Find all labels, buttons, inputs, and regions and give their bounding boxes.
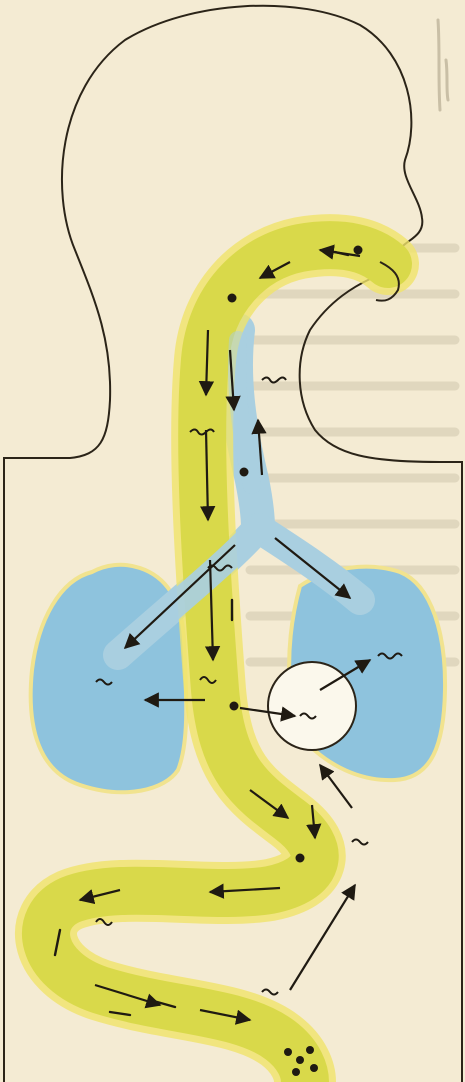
particle-dot	[296, 1056, 304, 1064]
corner-marks	[438, 20, 448, 110]
particle-dot	[240, 468, 249, 477]
particle-dot	[292, 1068, 300, 1076]
particle-dot	[310, 1064, 318, 1072]
particle-dot	[296, 854, 305, 863]
particle-dot	[284, 1048, 292, 1056]
squiggle	[262, 990, 278, 995]
particle-dot	[306, 1046, 314, 1054]
particle-dot	[230, 702, 239, 711]
particle-dot	[354, 246, 363, 255]
particle-dot	[228, 294, 237, 303]
squiggle	[352, 840, 368, 845]
